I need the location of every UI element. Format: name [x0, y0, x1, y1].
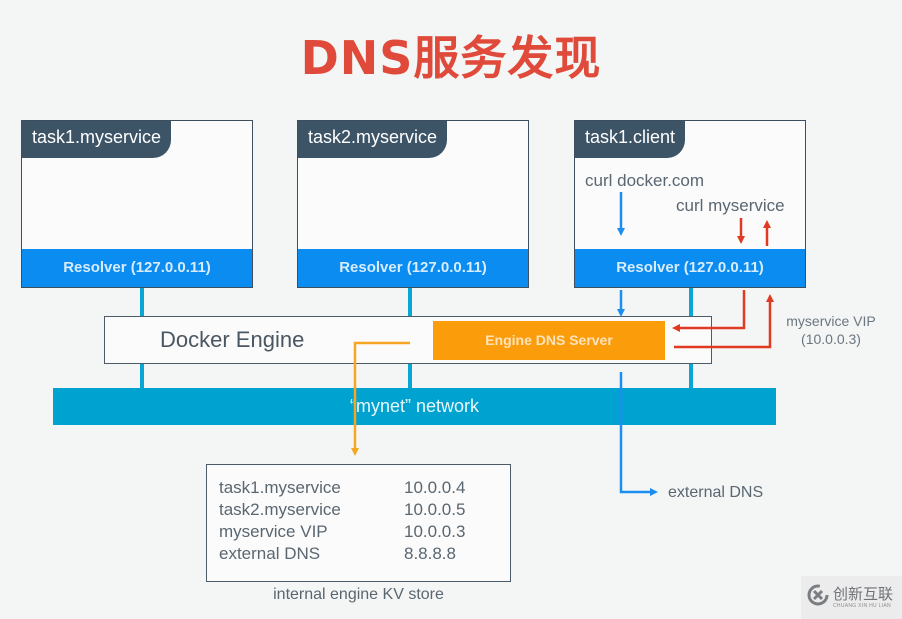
resolver-bar: Resolver (127.0.0.11): [575, 249, 805, 287]
docker-engine-label: Docker Engine: [160, 327, 305, 352]
watermark: 创新互联 CHUANG XIN HU LIAN: [801, 576, 902, 619]
task-box-task1-myservice: task1.myservice Resolver (127.0.0.11): [21, 120, 253, 288]
resolver-bar: Resolver (127.0.0.11): [298, 249, 528, 287]
task-name-label: task1.myservice: [22, 121, 172, 158]
kv-value: 10.0.0.3: [404, 522, 466, 541]
task-name-label: task1.client: [575, 121, 686, 158]
kv-key: task2.myservice: [219, 500, 341, 519]
kv-value: 8.8.8.8: [404, 544, 456, 563]
arrow-vip-response: [674, 294, 774, 349]
command-curl-myservice: curl myservice: [676, 196, 785, 215]
arrow-kv-lookup: [351, 341, 410, 456]
kv-store-table: task1.myservice 10.0.0.4 task2.myservice…: [206, 464, 511, 582]
command-curl-docker: curl docker.com: [585, 171, 705, 190]
kv-store-caption: internal engine KV store: [273, 586, 444, 603]
watermark-text: 创新互联: [833, 585, 894, 603]
kv-key: external DNS: [219, 544, 321, 563]
myservice-vip-label: myservice VIP (10.0.0.3): [776, 312, 886, 348]
task-name-label: task2.myservice: [298, 121, 448, 158]
vip-address: (10.0.0.3): [801, 331, 861, 347]
external-dns-label: external DNS: [668, 484, 764, 501]
vip-name: myservice VIP: [786, 313, 876, 329]
kv-value: 10.0.0.4: [404, 478, 466, 497]
kv-key: task1.myservice: [219, 478, 341, 497]
arrow-query-to-dns-server: [672, 290, 746, 332]
engine-dns-server: Engine DNS Server: [433, 321, 665, 360]
arrow-external-dns: [619, 372, 658, 496]
task-box-task2-myservice: task2.myservice Resolver (127.0.0.11): [297, 120, 529, 288]
page-title: DNS服务发现: [300, 31, 602, 85]
kv-value: 10.0.0.5: [404, 500, 466, 519]
watermark-logo-icon: [807, 584, 829, 606]
mynet-network-bar: “mynet” network: [53, 388, 776, 425]
resolver-bar: Resolver (127.0.0.11): [22, 249, 252, 287]
kv-key: myservice VIP: [219, 522, 328, 541]
task-box-task1-client: task1.client curl docker.com curl myserv…: [574, 120, 806, 288]
watermark-subtext: CHUANG XIN HU LIAN: [833, 603, 891, 609]
